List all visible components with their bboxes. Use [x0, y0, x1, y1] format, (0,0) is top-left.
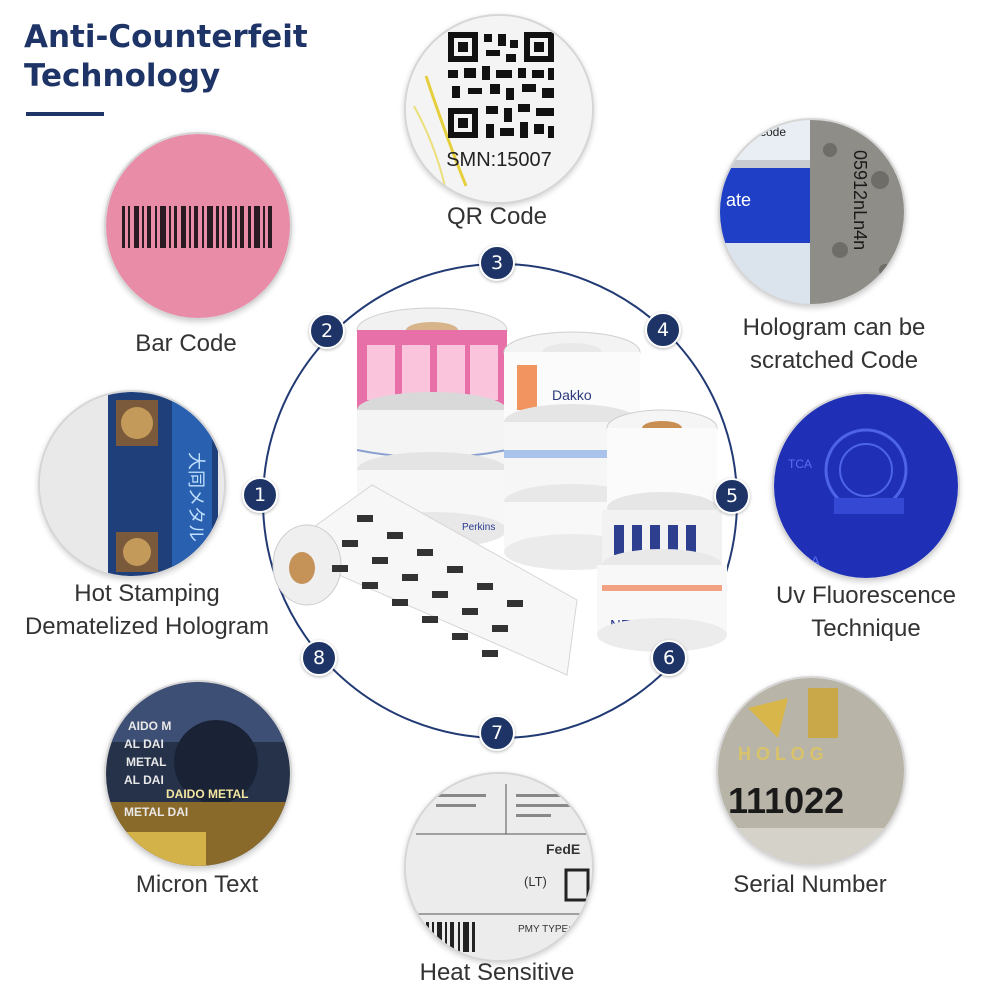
feature-label-serial-number-line-1: Serial Number	[733, 871, 887, 898]
uv-text-upper: TCA	[788, 457, 812, 471]
scratch-code-image: code ate 05912nLn4n	[718, 118, 906, 306]
page-title: Anti-Counterfeit Technology	[24, 18, 308, 96]
feature-label-bar-code: Bar Code	[135, 327, 236, 360]
title-line-1: Anti-Counterfeit	[24, 19, 308, 55]
feature-label-uv-fluorescence-line-2: Technique	[811, 615, 921, 642]
scratch-code-word: ate	[726, 190, 751, 210]
feature-label-heat-sensitive-line-1: Heat Sensitive	[419, 959, 575, 986]
heat-sensitive-brand: FedE	[546, 841, 580, 857]
roll-brand-1: Dakko	[552, 387, 592, 403]
micron-text-1: AIDO M	[128, 719, 171, 733]
heat-sensitive-image: FedE (LT) PMY TYPE: CU	[404, 772, 594, 962]
feature-label-uv-fluorescence-line-1: Uv Fluorescence	[775, 582, 957, 609]
feature-label-scratch-code-line-2: scratched Code	[749, 347, 919, 374]
roll-brand-3: Perkins	[462, 522, 495, 533]
number-badge-5: 5	[714, 478, 750, 514]
scratch-code-corner: code	[760, 125, 786, 139]
feature-label-uv-fluorescence: Uv Fluorescence Technique	[776, 579, 956, 645]
feature-label-heat-sensitive: Heat Sensitive	[420, 956, 575, 989]
number-badge-2: 2	[309, 313, 345, 349]
title-underline	[26, 112, 104, 116]
micron-text-5: DAIDO METAL	[166, 787, 248, 801]
number-badge-6: 6	[651, 640, 687, 676]
feature-label-qr-code: QR Code	[447, 200, 547, 233]
number-badge-8: 8	[301, 640, 337, 676]
bar-code-image	[104, 132, 292, 320]
heat-sensitive-code: (LT)	[524, 874, 547, 889]
feature-label-qr-code-line-1: QR Code	[446, 203, 548, 230]
heat-sensitive-ship: PMY TYPE: CU	[518, 924, 588, 935]
micron-text-2: AL DAI	[124, 737, 164, 751]
uv-text-lower: TCA	[792, 553, 821, 569]
scratch-code-chars: 05912nLn4n	[850, 150, 870, 250]
micron-text-image: AIDO M AL DAI METAL AL DAI DAIDO METAL M…	[104, 680, 292, 868]
feature-label-bar-code-line-1: Bar Code	[135, 330, 237, 357]
number-badge-1: 1	[242, 477, 278, 513]
feature-label-scratch-code: Hologram can be scratched Code	[743, 311, 926, 377]
feature-label-hot-stamping-line-2: Dematelized Hologram	[24, 613, 270, 640]
feature-label-micron-text-line-1: Micron Text	[135, 871, 259, 898]
serial-number-value: 111022	[728, 780, 844, 821]
micron-text-6: METAL DAI	[124, 805, 188, 819]
qr-code-caption: SMN:15007	[446, 149, 552, 171]
number-badge-7: 7	[479, 715, 515, 751]
serial-number-image: H O L O G 111022	[716, 676, 906, 866]
number-badge-3: 3	[479, 245, 515, 281]
title-line-2: Technology	[24, 58, 221, 94]
feature-label-scratch-code-line-1: Hologram can be	[742, 314, 926, 341]
feature-label-hot-stamping: Hot Stamping Dematelized Hologram	[25, 577, 269, 643]
micron-text-4: AL DAI	[124, 773, 164, 787]
feature-label-hot-stamping-line-1: Hot Stamping	[74, 580, 220, 607]
feature-label-serial-number: Serial Number	[733, 868, 886, 901]
feature-label-micron-text: Micron Text	[136, 868, 258, 901]
uv-fluorescence-image: TCA TCA	[772, 392, 960, 580]
serial-hologram-letters: H O L O G	[738, 744, 824, 764]
hot-stamping-image: 大同メタル	[38, 390, 226, 578]
number-badge-4: 4	[645, 312, 681, 348]
hot-stamping-chars: 大同メタル	[185, 452, 206, 542]
qr-code-image: SMN:15007	[404, 14, 594, 204]
micron-text-3: METAL	[126, 755, 166, 769]
label-rolls-image: Dakko NEKO	[262, 300, 732, 700]
